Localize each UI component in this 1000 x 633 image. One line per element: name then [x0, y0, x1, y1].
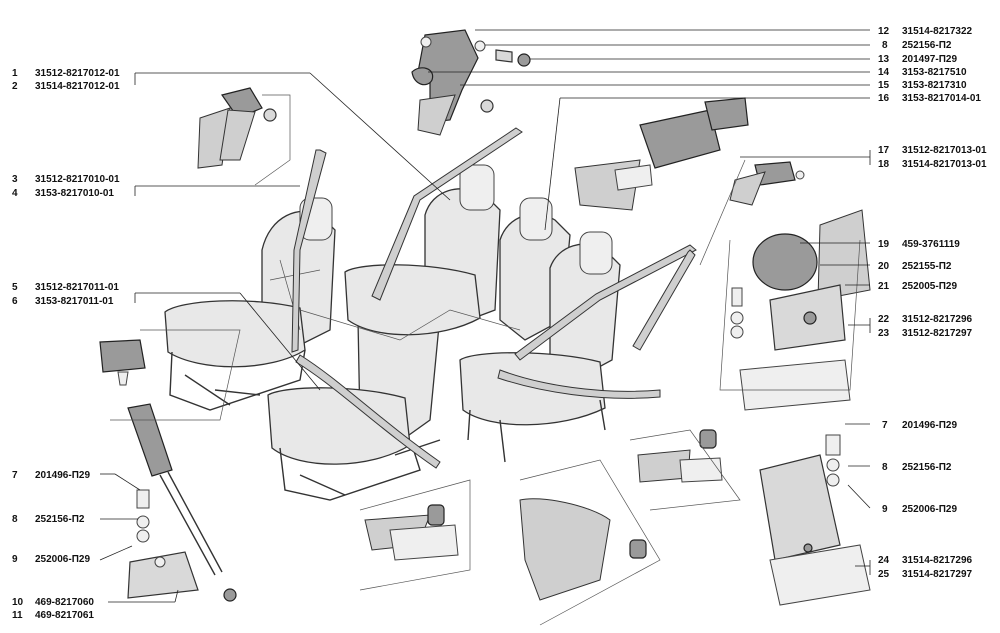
callout-number: 22 — [878, 314, 890, 325]
callout-code: 31514-8217296 — [902, 555, 973, 566]
callout-number: 9 — [882, 504, 888, 515]
callout-code: 252006-П29 — [902, 504, 957, 515]
callout-number: 24 — [878, 555, 890, 566]
callout-number: 12 — [878, 26, 890, 37]
floor-bracket-right — [759, 434, 871, 606]
callout-code: 31512-8217297 — [902, 328, 973, 339]
callout-code: 469-8217060 — [35, 597, 94, 608]
callout-number: 5 — [12, 282, 18, 293]
callout-number: 8 — [882, 40, 888, 51]
callout-code: 3153-8217014-01 — [902, 93, 981, 104]
callout-code: 252156-П2 — [902, 462, 952, 473]
callout-number: 8 — [12, 514, 18, 525]
callout-code: 31512-8217012-01 — [35, 68, 120, 79]
callout-code: 31512-8217296 — [902, 314, 973, 325]
callout-code: 469-8217061 — [35, 610, 94, 621]
callout-number: 8 — [882, 462, 888, 473]
callout-number: 21 — [878, 281, 890, 292]
retractor-detail-left — [197, 87, 291, 186]
seat-rear-right — [459, 197, 621, 463]
callout-number: 19 — [878, 239, 890, 250]
buckle-stalk-left — [99, 329, 241, 602]
retractor-detail-right — [699, 159, 805, 266]
illustration — [99, 29, 871, 626]
callout-number: 2 — [12, 81, 18, 92]
callout-number: 7 — [12, 470, 18, 481]
callout-number: 11 — [12, 610, 23, 621]
callout-number: 7 — [882, 420, 888, 431]
callout-labels: 1 31512-8217012-01 2 31514-8217012-01 3 … — [12, 26, 987, 621]
callout-code: 252005-П29 — [902, 281, 957, 292]
callout-number: 15 — [878, 80, 890, 91]
callout-number: 16 — [878, 93, 890, 104]
leader-lines — [99, 29, 871, 603]
callout-number: 4 — [12, 188, 18, 199]
retractor-bracket-top — [411, 29, 531, 136]
callout-number: 1 — [12, 68, 18, 79]
seat-left — [164, 197, 336, 411]
callout-number: 3 — [12, 174, 18, 185]
callout-number: 17 — [878, 145, 890, 156]
callout-code: 252155-П2 — [902, 261, 952, 272]
callout-code: 3153-8217310 — [902, 80, 967, 91]
callout-code: 252006-П29 — [35, 554, 90, 565]
callout-code: 31512-8217011-01 — [35, 282, 119, 293]
callout-number: 18 — [878, 159, 890, 170]
callout-code: 3153-8217011-01 — [35, 296, 114, 307]
callout-code: 252156-П2 — [35, 514, 85, 525]
callout-code: 3153-8217510 — [902, 67, 967, 78]
callout-number: 10 — [12, 597, 24, 608]
callout-number: 13 — [878, 54, 890, 65]
callout-number: 23 — [878, 328, 890, 339]
callout-code: 201496-П29 — [35, 470, 90, 481]
callout-number: 20 — [878, 261, 890, 272]
callout-code: 3153-8217010-01 — [35, 188, 114, 199]
callout-code: 31512-8217013-01 — [902, 145, 987, 156]
callout-code: 31514-8217297 — [902, 569, 973, 580]
callout-number: 6 — [12, 296, 18, 307]
callout-number: 9 — [12, 554, 18, 565]
callout-code: 31514-8217322 — [902, 26, 973, 37]
buckle-center-top — [574, 97, 749, 211]
retractor-bracket-right — [719, 209, 871, 411]
belt-straps — [291, 127, 697, 469]
callout-code: 31512-8217010-01 — [35, 174, 120, 185]
callout-code: 459-3761119 — [902, 239, 960, 250]
callout-code: 252156-П2 — [902, 40, 952, 51]
callout-code: 201497-П29 — [902, 54, 957, 65]
callout-code: 201496-П29 — [902, 420, 957, 431]
callout-code: 31514-8217012-01 — [35, 81, 120, 92]
callout-code: 31514-8217013-01 — [902, 159, 987, 170]
callout-number: 14 — [878, 67, 890, 78]
floor-anchor-details — [359, 429, 741, 626]
callout-number: 25 — [878, 569, 890, 580]
